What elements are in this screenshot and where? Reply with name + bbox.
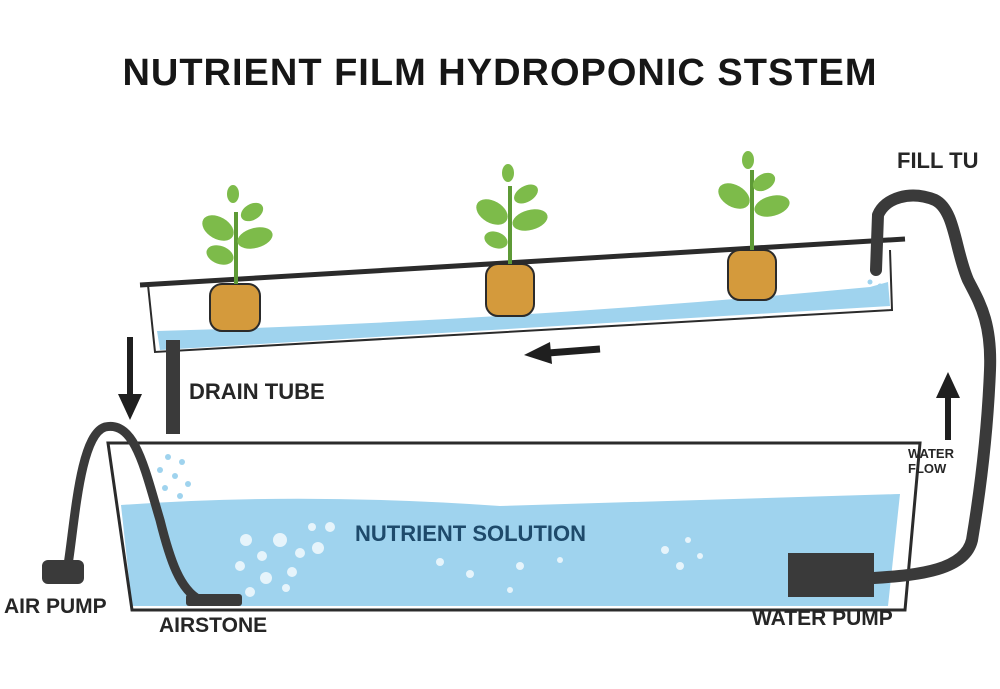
- water-flow-label-line2: FLOW: [908, 461, 947, 476]
- net-pot: [727, 249, 777, 301]
- water-flow-label: WATER FLOW: [908, 446, 954, 476]
- air-bubbles: [235, 522, 703, 597]
- airstone: [186, 594, 242, 606]
- plant-1: [202, 185, 273, 332]
- reservoir-outline: [106, 441, 922, 612]
- reservoir: [106, 441, 922, 612]
- fill-tube-label: FILL TU: [897, 148, 979, 173]
- airstone-label: AIRSTONE: [159, 614, 268, 637]
- water-pump-label: WATER PUMP: [752, 607, 893, 630]
- drain-tube-label: DRAIN TUBE: [189, 379, 325, 404]
- channel-outline: [147, 249, 894, 354]
- fill-tube: [868, 189, 997, 584]
- plant-2: [476, 164, 548, 317]
- nutrient-solution-label: NUTRIENT SOLUTION: [355, 521, 586, 546]
- net-pot: [209, 283, 261, 332]
- leaf: [202, 215, 234, 241]
- water-flow-label-line1: WATER: [908, 446, 954, 461]
- air-pump-label: AIR PUMP: [4, 595, 107, 618]
- reservoir-water: [121, 494, 900, 606]
- net-pot: [485, 263, 535, 317]
- drain-tube: [166, 340, 180, 434]
- air-pump: [42, 560, 84, 584]
- flow-arrow-down-icon: [118, 337, 142, 420]
- flow-arrow-left-icon: [524, 342, 601, 364]
- channel-top-rail: [139, 236, 906, 288]
- fill-drips: [867, 279, 883, 294]
- flow-arrow-up-icon: [936, 372, 960, 440]
- diagram-title: NUTRIENT FILM HYDROPONIC STSTEM: [122, 52, 878, 94]
- drain-drips: [157, 454, 191, 499]
- water-pump: [788, 553, 874, 597]
- air-line: [63, 421, 205, 605]
- plant-3: [718, 151, 790, 301]
